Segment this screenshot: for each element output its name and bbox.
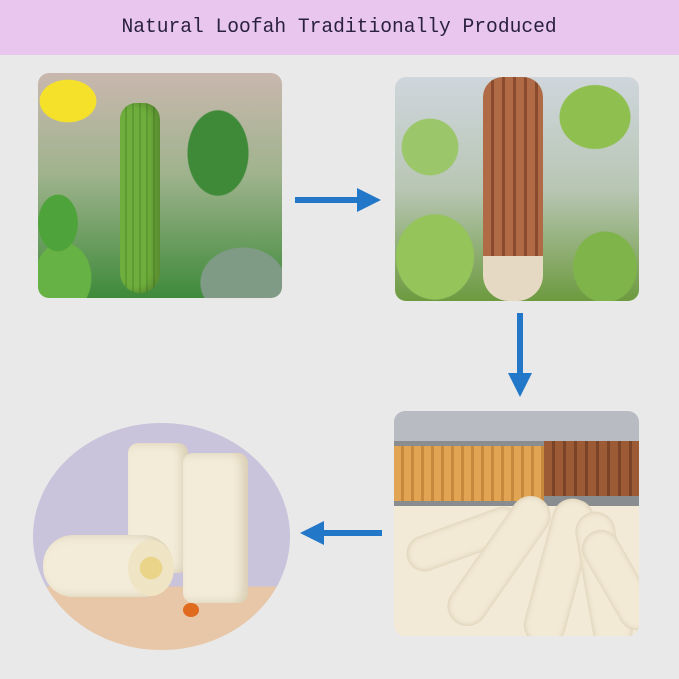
title-banner: Natural Loofah Traditionally Produced [0, 0, 679, 55]
loofah-cross-section [128, 540, 174, 596]
arrow-down-icon [508, 313, 532, 397]
arrow-left-icon [300, 521, 382, 545]
step-4-photo-loofah-sponges [33, 423, 290, 650]
green-loofah-gourd [120, 103, 160, 293]
step-1-photo-green-loofah [38, 73, 282, 298]
step-2-photo-dried-loofah [395, 77, 639, 301]
arrow-right-icon [295, 188, 381, 212]
step-3-photo-drying-loofahs [394, 411, 639, 636]
loofah-sponge-standing [183, 453, 248, 603]
page-title: Natural Loofah Traditionally Produced [121, 16, 558, 39]
acorn-decoration [183, 603, 199, 617]
dried-loofah-gourd [483, 77, 543, 301]
